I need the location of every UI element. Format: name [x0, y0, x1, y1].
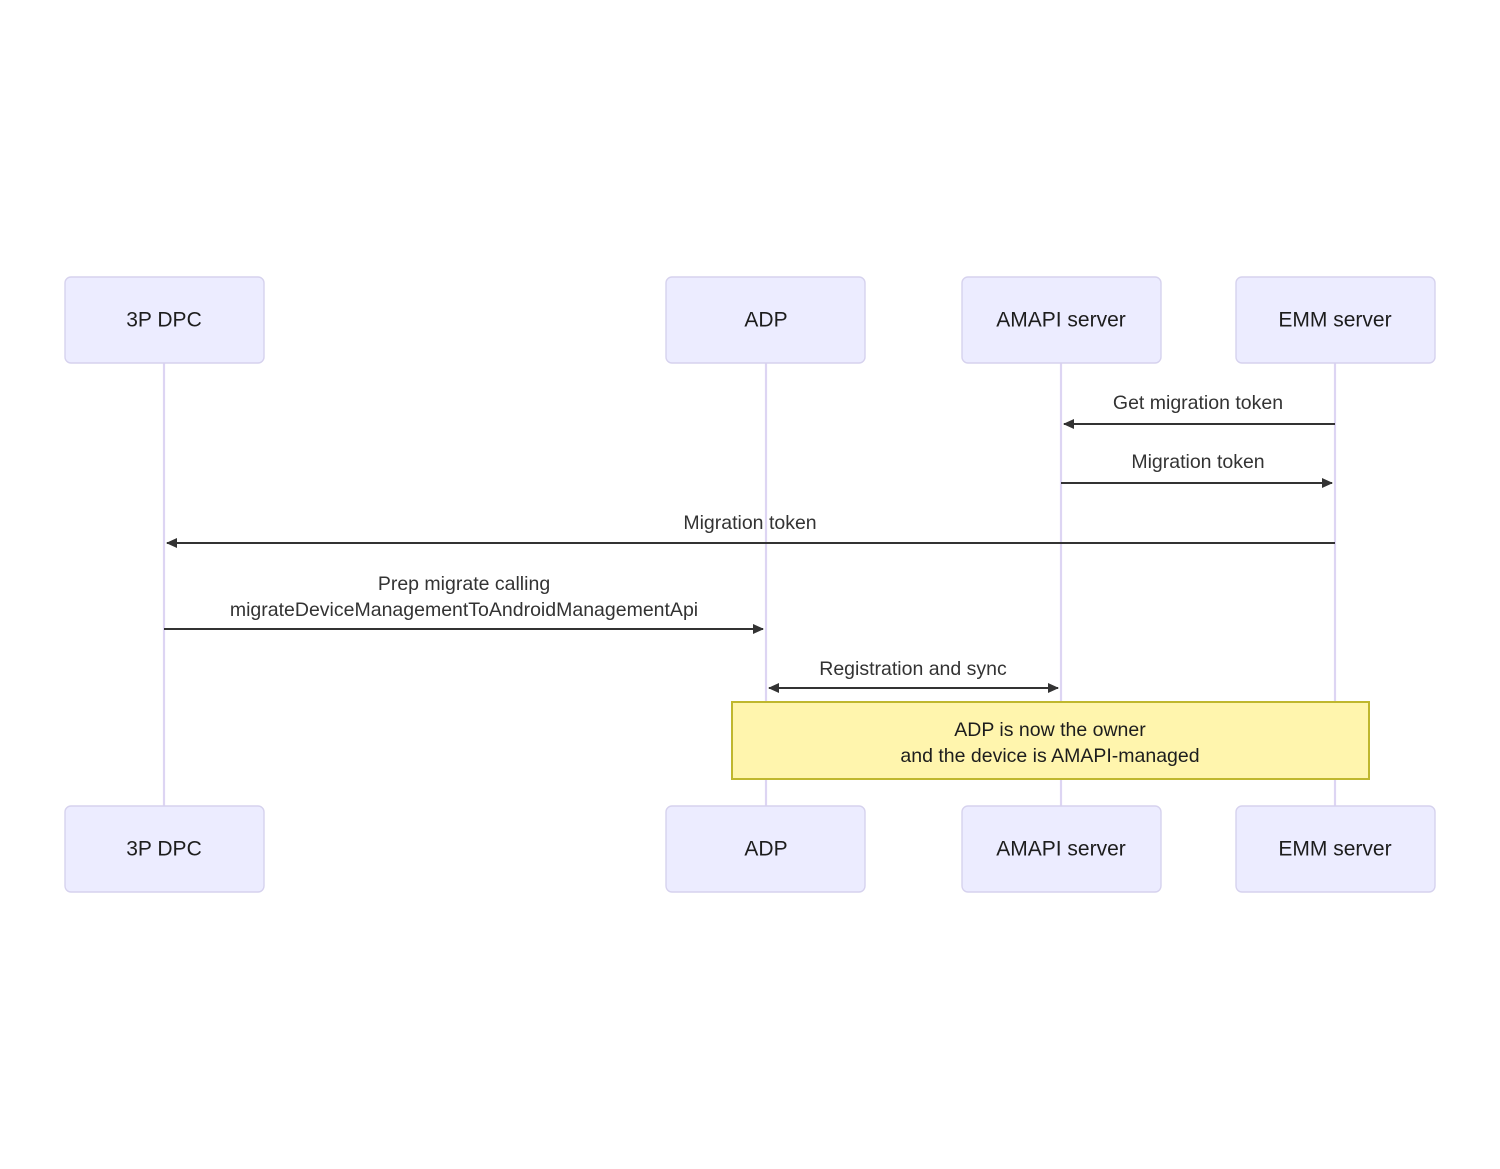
actor-box-amapi-top[interactable]: AMAPI server [961, 276, 1162, 364]
message-label-line1: Prep migrate calling [378, 573, 550, 595]
actor-label-adp-bottom: ADP [744, 838, 787, 861]
note-rect [731, 701, 1370, 780]
actor-box-amapi-bottom[interactable]: AMAPI server [961, 805, 1162, 893]
actor-box-rect [665, 805, 866, 893]
note-text-line1: ADP is now the owner [954, 719, 1146, 741]
actor-label-amapi-top: AMAPI server [996, 309, 1126, 332]
actor-box-adp-bottom[interactable]: ADP [665, 805, 866, 893]
actor-box-emm-bottom[interactable]: EMM server [1235, 805, 1436, 893]
actor-box-rect [1235, 805, 1436, 893]
actor-box-rect [64, 805, 265, 893]
actor-box-rect [1235, 276, 1436, 364]
actor-boxes-top: 3P DPC ADP AMAPI server EMM server [64, 276, 1436, 364]
message-migration-token-to-emm[interactable]: Migration token [1061, 451, 1333, 488]
actor-label-dpc-bottom: 3P DPC [126, 838, 201, 861]
actor-box-rect [665, 276, 866, 364]
note-adp-owner: ADP is now the owner and the device is A… [731, 701, 1370, 780]
actor-box-adp-top[interactable]: ADP [665, 276, 866, 364]
message-label: Registration and sync [819, 658, 1007, 680]
message-label-line2: migrateDeviceManagementToAndroidManageme… [230, 599, 698, 621]
message-migration-token-to-dpc[interactable]: Migration token [166, 512, 1335, 548]
actor-box-dpc-top[interactable]: 3P DPC [64, 276, 265, 364]
message-label: Migration token [683, 512, 816, 534]
actor-label-adp-top: ADP [744, 309, 787, 332]
message-label: Get migration token [1113, 392, 1283, 414]
actor-label-amapi-bottom: AMAPI server [996, 838, 1126, 861]
actor-box-rect [64, 276, 265, 364]
actor-label-emm-bottom: EMM server [1278, 838, 1391, 861]
actor-boxes-bottom: 3P DPC ADP AMAPI server EMM server [64, 805, 1436, 893]
actor-box-dpc-bottom[interactable]: 3P DPC [64, 805, 265, 893]
message-label: Migration token [1131, 451, 1264, 473]
note-text-line2: and the device is AMAPI-managed [900, 745, 1199, 767]
message-get-migration-token[interactable]: Get migration token [1063, 392, 1335, 429]
actor-label-dpc-top: 3P DPC [126, 309, 201, 332]
message-prep-migrate[interactable]: Prep migrate calling migrateDeviceManage… [164, 573, 764, 634]
actor-box-rect [961, 276, 1162, 364]
actor-box-emm-top[interactable]: EMM server [1235, 276, 1436, 364]
actor-box-rect [961, 805, 1162, 893]
actor-label-emm-top: EMM server [1278, 309, 1391, 332]
message-registration-and-sync[interactable]: Registration and sync [768, 658, 1059, 693]
